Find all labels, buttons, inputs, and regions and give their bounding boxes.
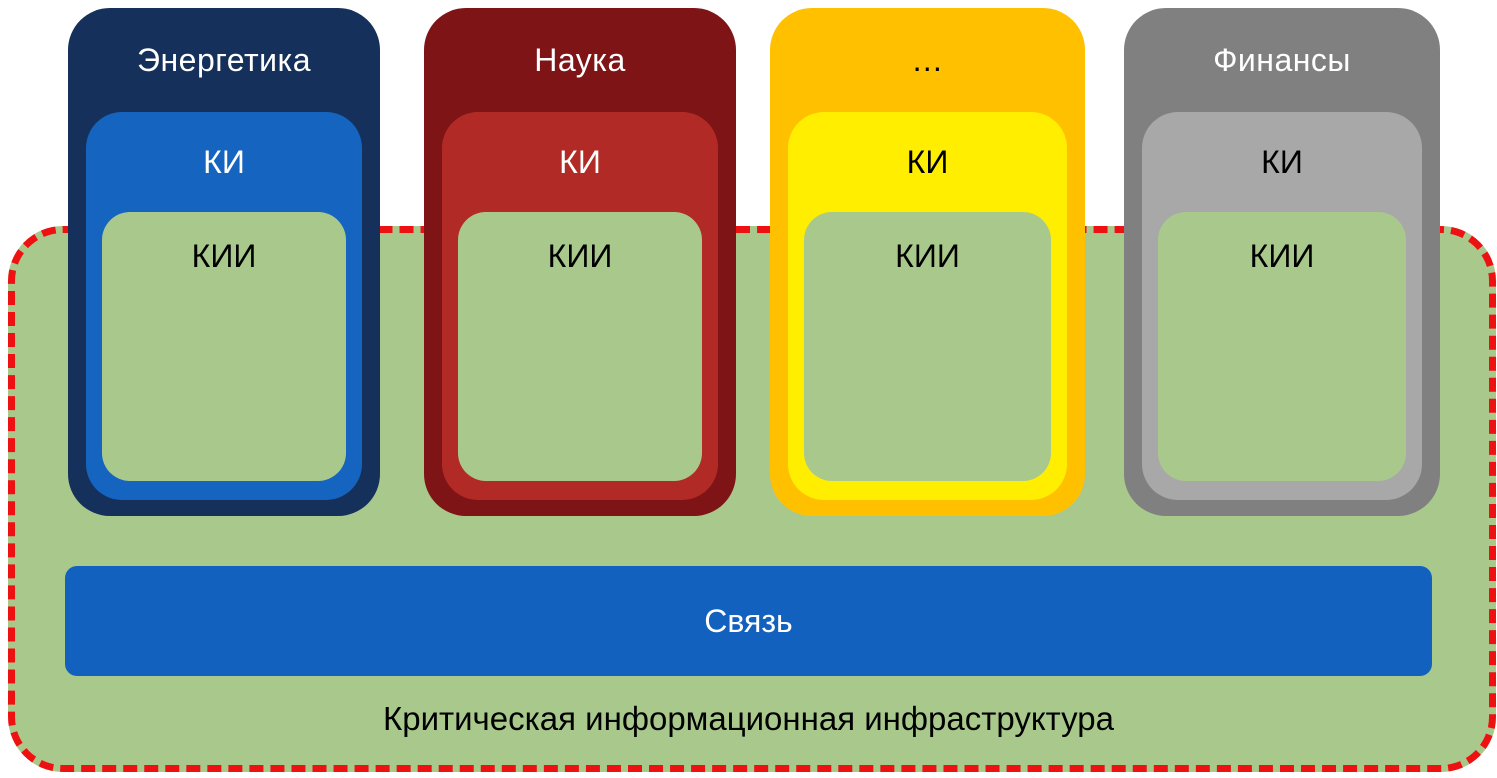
ki-box: КИ КИИ bbox=[86, 112, 362, 500]
ki-label: КИ bbox=[906, 143, 949, 180]
kii-box: КИИ bbox=[458, 212, 702, 481]
kii-label: КИИ bbox=[547, 238, 613, 274]
ki-box: КИ КИИ bbox=[442, 112, 718, 500]
kii-label: КИИ bbox=[191, 238, 257, 274]
sector-energy: Энергетика КИ КИИ bbox=[68, 8, 380, 516]
sector-label: Энергетика bbox=[137, 41, 311, 78]
sector-other: … КИ КИИ bbox=[770, 8, 1085, 516]
sector-science: Наука КИ КИИ bbox=[424, 8, 736, 516]
ki-label: КИ bbox=[1261, 143, 1303, 180]
communication-bar: Связь bbox=[65, 566, 1432, 676]
communication-bar-label: Связь bbox=[704, 602, 793, 639]
sector-label: … bbox=[911, 41, 944, 78]
ki-box: КИ КИИ bbox=[788, 112, 1067, 500]
kii-box: КИИ bbox=[1158, 212, 1406, 481]
kii-label: КИИ bbox=[1249, 238, 1315, 274]
ki-label: КИ bbox=[203, 143, 245, 180]
sector-label: Наука bbox=[534, 41, 626, 78]
kii-box: КИИ bbox=[804, 212, 1051, 481]
kii-box: КИИ bbox=[102, 212, 346, 481]
sector-label: Финансы bbox=[1213, 41, 1351, 78]
ki-label: КИ bbox=[559, 143, 601, 180]
kii-label: КИИ bbox=[895, 238, 960, 274]
diagram-title: Критическая информационная инфраструктур… bbox=[383, 700, 1114, 737]
ki-box: КИ КИИ bbox=[1142, 112, 1422, 500]
sector-finance: Финансы КИ КИИ bbox=[1124, 8, 1440, 516]
